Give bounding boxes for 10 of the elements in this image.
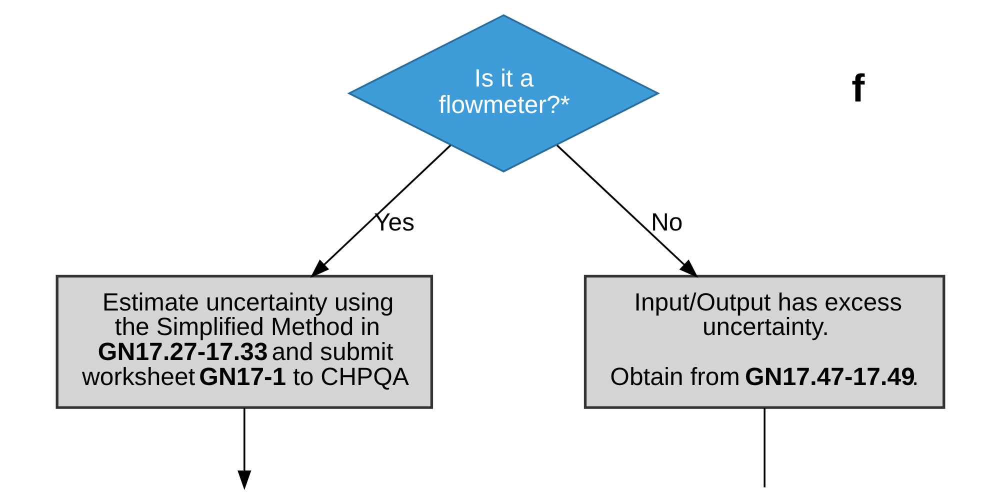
node-box: Estimate uncertainty using the Simplified Method in GN17.27-17.33 and submit worksheet GN17-1 to CHPQA [55,274,433,409]
label: f [851,68,864,111]
arrow [237,408,251,490]
node-box: Input/Output has excess uncertainty. Obtain from GN17.47-17.49. [583,274,945,409]
arrow [556,144,698,278]
connector [763,408,765,488]
edge-label: No [650,209,682,236]
node-diamond: Is it a flowmeter?* [346,14,660,172]
arrow [310,144,451,278]
edge-label: Yes [374,209,414,236]
